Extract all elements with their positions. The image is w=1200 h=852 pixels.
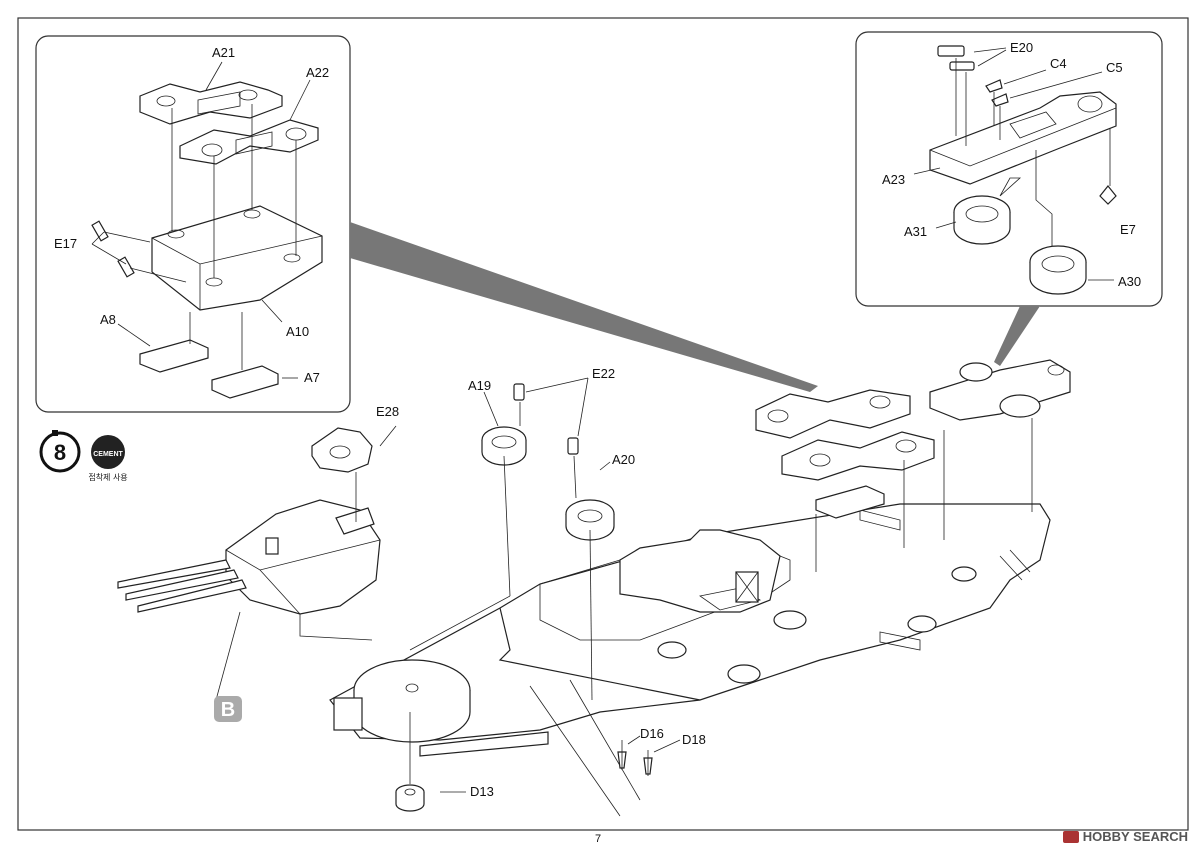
part-a31 xyxy=(953,195,1011,245)
label-a23: A23 xyxy=(882,172,905,187)
label-a30: A30 xyxy=(1118,274,1141,289)
callout-b-label: B xyxy=(221,699,235,721)
cement-badge-label: CEMENT xyxy=(93,451,123,458)
label-a21: A21 xyxy=(212,45,235,60)
part-a23 xyxy=(929,91,1117,185)
cement-badge: CEMENT 접착제 사용 xyxy=(88,435,128,482)
part-c4 xyxy=(985,79,1003,93)
label-a31: A31 xyxy=(904,224,927,239)
part-e20-a xyxy=(937,45,965,57)
part-a21 xyxy=(139,81,283,125)
part-e28 xyxy=(311,427,373,473)
part-a22 xyxy=(179,119,319,165)
part-c5 xyxy=(991,93,1009,107)
watermark-text: HOBBY SEARCH xyxy=(1082,829,1188,844)
callout-b: B xyxy=(214,696,242,722)
step-badge: 8 xyxy=(39,430,81,473)
watermark: HOBBY SEARCH xyxy=(1062,829,1188,844)
part-e17-a xyxy=(91,220,109,242)
forward-superstructure xyxy=(929,359,1071,512)
turret-b xyxy=(117,499,381,615)
label-d13: D13 xyxy=(470,784,494,799)
hull-deck-pieces xyxy=(755,389,945,572)
label-a20: A20 xyxy=(612,452,635,467)
label-a10: A10 xyxy=(286,324,309,339)
step-number: 8 xyxy=(54,440,66,465)
label-a22: A22 xyxy=(306,65,329,80)
part-e22-a xyxy=(513,383,525,401)
part-a30 xyxy=(1029,245,1087,295)
label-e20: E20 xyxy=(1010,40,1033,55)
part-e20-b xyxy=(949,61,975,71)
left-inset-pointer xyxy=(350,222,818,392)
label-c5: C5 xyxy=(1106,60,1123,75)
part-e7 xyxy=(1099,185,1117,205)
stern-fitting xyxy=(333,697,363,731)
right-inset-pointer xyxy=(994,306,1040,366)
part-d13 xyxy=(395,784,425,812)
label-a8: A8 xyxy=(100,312,116,327)
main-hull xyxy=(329,503,1051,817)
page-number: 7 xyxy=(595,833,601,845)
label-c4: C4 xyxy=(1050,56,1067,71)
label-a7: A7 xyxy=(304,370,320,385)
label-d16: D16 xyxy=(640,726,664,741)
label-e28: E28 xyxy=(376,404,399,419)
part-e22-b xyxy=(567,437,579,455)
part-a10 xyxy=(151,205,323,311)
label-e22: E22 xyxy=(592,366,615,381)
part-a7 xyxy=(211,365,279,399)
hobby-search-logo-icon xyxy=(1062,830,1079,843)
part-a20 xyxy=(565,499,615,541)
label-e17: E17 xyxy=(54,236,77,251)
cement-caption: 접착제 사용 xyxy=(88,472,127,482)
label-a19: A19 xyxy=(468,378,491,393)
turret-hatch xyxy=(265,537,279,555)
label-d18: D18 xyxy=(682,732,706,747)
left-inset-panel: A21 A22 E17 A10 A8 A7 xyxy=(35,35,351,413)
page-frame xyxy=(17,17,1189,831)
label-e7: E7 xyxy=(1120,222,1136,237)
right-inset-panel: E20 C4 C5 A23 E7 A31 A30 xyxy=(855,31,1163,307)
